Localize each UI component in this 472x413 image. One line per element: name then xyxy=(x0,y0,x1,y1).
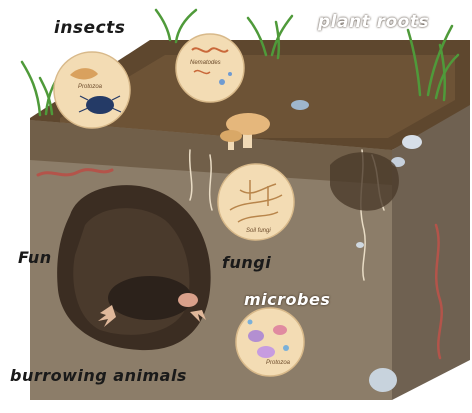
svg-text:Nematodes: Nematodes xyxy=(190,60,221,66)
beetle-icon xyxy=(86,96,114,114)
label-insects: insects xyxy=(54,18,125,38)
svg-text:Protozoa: Protozoa xyxy=(266,360,291,366)
label-burrowing-animals: burrowing animals xyxy=(10,366,187,385)
svg-text:Protozoa: Protozoa xyxy=(78,84,103,90)
svg-text:Soil fungi: Soil fungi xyxy=(246,228,271,234)
pebble xyxy=(402,135,422,149)
microbe-bubble-top: Nematodes xyxy=(176,34,244,102)
microbes-bubble: Protozoa xyxy=(236,308,304,376)
pebble xyxy=(356,242,364,248)
soil-side-face xyxy=(392,105,470,400)
label-fungi: fungi xyxy=(222,253,271,272)
pebble xyxy=(291,100,309,110)
fungi-bubble: Soil fungi xyxy=(218,164,294,240)
label-plant-roots: plant roots xyxy=(318,12,429,32)
insect-bubble: Protozoa xyxy=(54,52,130,128)
pebble xyxy=(369,368,397,392)
label-microbes: microbes xyxy=(244,290,330,309)
label-fun: Fun xyxy=(18,248,52,267)
